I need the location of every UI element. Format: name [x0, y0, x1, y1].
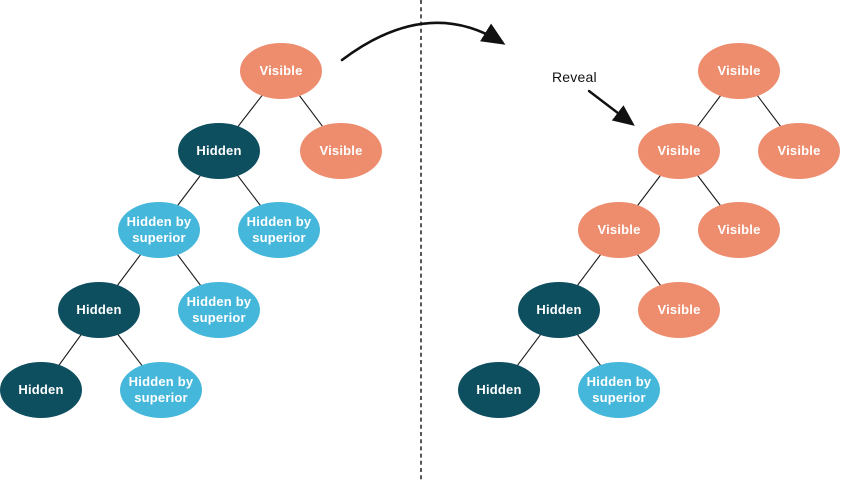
tree-node: Visible — [698, 202, 780, 258]
tree-node: Visible — [300, 123, 382, 179]
tree-node: Hidden — [458, 362, 540, 418]
tree-node: Visible — [638, 123, 720, 179]
tree-node: Visible — [638, 282, 720, 338]
tree-node: Hidden by superior — [118, 202, 200, 258]
reveal-arrow — [587, 89, 635, 126]
reveal-label: Reveal — [552, 69, 597, 85]
tree-node: Visible — [240, 43, 322, 99]
tree-node: Hidden — [178, 123, 260, 179]
transition-arrow — [340, 21, 506, 62]
tree-node: Visible — [698, 43, 780, 99]
tree-node: Hidden — [58, 282, 140, 338]
tree-node: Hidden by superior — [178, 282, 260, 338]
tree-node: Visible — [578, 202, 660, 258]
tree-node: Visible — [758, 123, 840, 179]
tree-node: Hidden by superior — [238, 202, 320, 258]
tree-node: Hidden — [0, 362, 82, 418]
tree-node: Hidden by superior — [120, 362, 202, 418]
tree-node: Hidden — [518, 282, 600, 338]
tree-node: Hidden by superior — [578, 362, 660, 418]
